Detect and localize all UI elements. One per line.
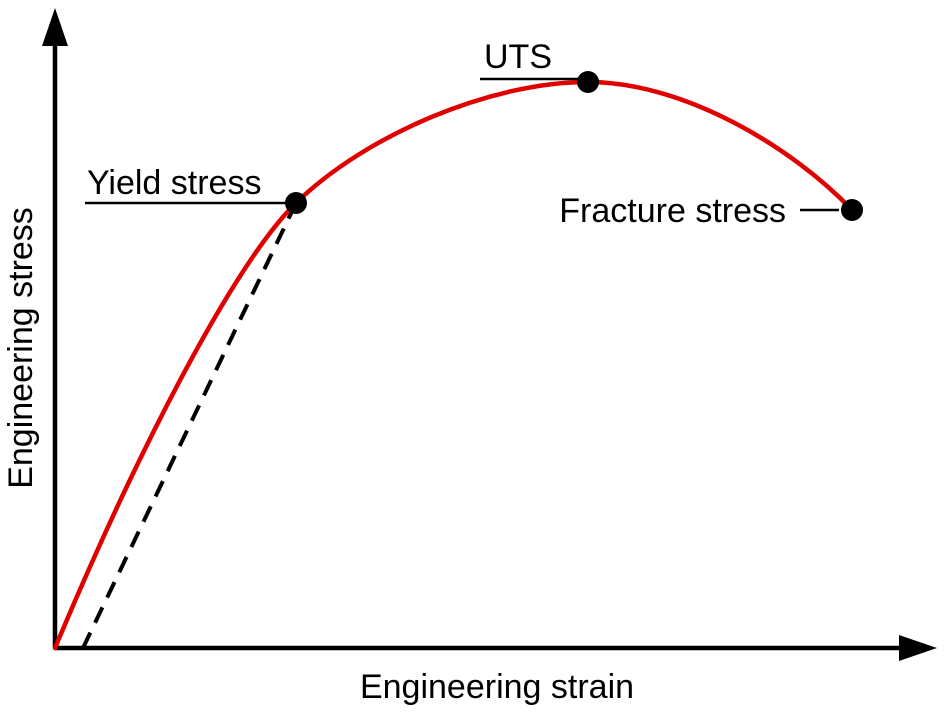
fracture-stress-label: Fracture stress bbox=[559, 192, 786, 230]
elastic-offset-dashed-line bbox=[81, 202, 298, 649]
x-axis-arrowhead bbox=[899, 635, 937, 661]
uts-label: UTS bbox=[484, 38, 552, 76]
x-axis-title: Engineering strain bbox=[360, 668, 634, 706]
y-axis-arrowhead bbox=[42, 8, 68, 46]
y-axis-title: Engineering stress bbox=[2, 207, 40, 489]
uts-point-marker bbox=[577, 71, 599, 93]
stress-strain-curve bbox=[52, 79, 855, 651]
yield-point-marker bbox=[285, 192, 307, 214]
fracture-point-marker bbox=[841, 199, 863, 221]
yield-stress-label: Yield stress bbox=[87, 164, 261, 202]
